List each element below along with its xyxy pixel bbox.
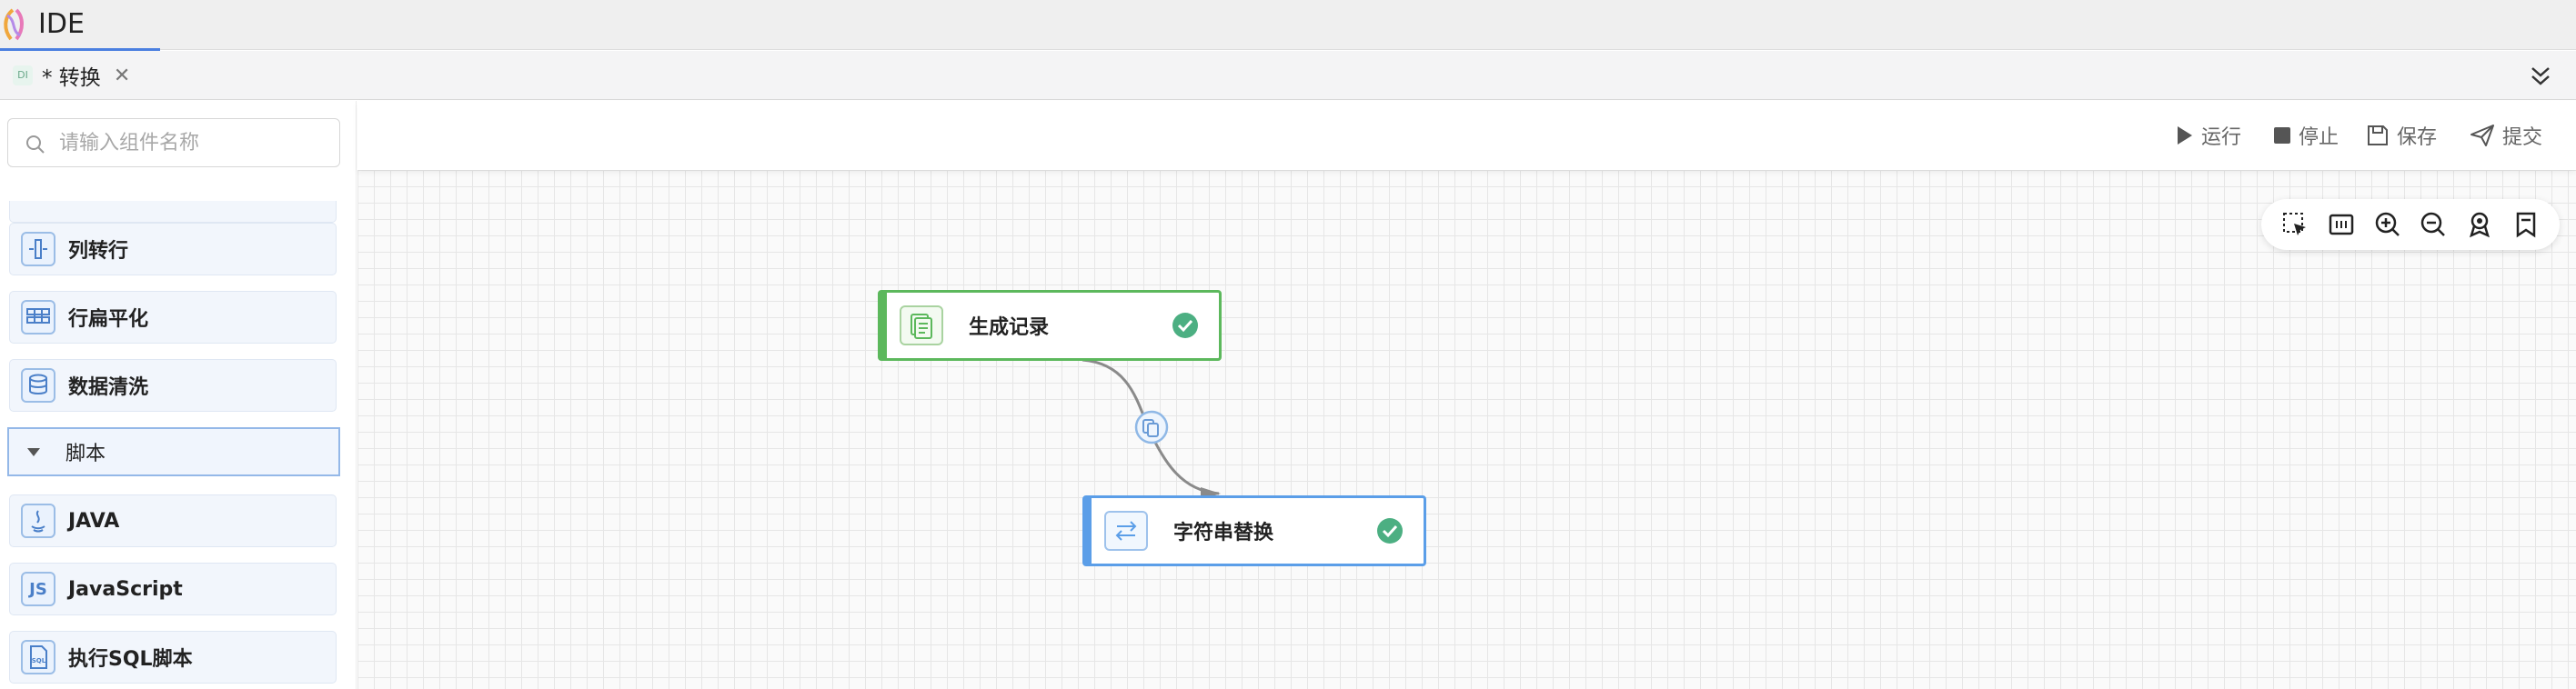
editor-toolbar: 运行 停止 保存 提交 xyxy=(357,101,2576,170)
tab-close-icon[interactable]: ✕ xyxy=(113,64,131,87)
component-label: JAVA xyxy=(68,509,120,533)
canvas-toolbar xyxy=(2261,199,2560,250)
component-javascript[interactable]: JS JavaScript xyxy=(9,563,337,615)
group-script[interactable]: 脚本 xyxy=(7,427,340,476)
zoom-out-icon[interactable] xyxy=(2418,209,2449,240)
stop-label: 停止 xyxy=(2299,126,2340,149)
success-check-icon xyxy=(1377,518,1403,544)
node-generate-records[interactable]: 生成记录 xyxy=(878,290,1222,361)
node-label: 字符串替换 xyxy=(1173,522,1274,544)
play-icon xyxy=(2178,126,2192,145)
title-active-indicator xyxy=(0,48,160,51)
submit-button[interactable]: 提交 xyxy=(2470,121,2542,150)
component-label: 数据清洗 xyxy=(68,376,149,399)
zoom-in-icon[interactable] xyxy=(2372,209,2403,240)
di-file-icon: DI xyxy=(13,65,33,85)
tab-label: * 转换 xyxy=(42,66,101,90)
app-title: IDE xyxy=(38,8,85,40)
stop-icon xyxy=(2274,127,2290,144)
run-button[interactable]: 运行 xyxy=(2174,121,2241,150)
search-icon xyxy=(26,135,45,154)
submit-label: 提交 xyxy=(2502,126,2543,149)
save-label: 保存 xyxy=(2397,126,2438,149)
component-java[interactable]: JAVA xyxy=(9,494,337,547)
partial-component-row xyxy=(0,201,356,228)
sql-icon-text: SQL xyxy=(32,657,46,664)
title-bar: IDE xyxy=(0,0,2576,51)
node-label: 生成记录 xyxy=(969,316,1050,339)
component-search[interactable] xyxy=(7,118,340,167)
tab-bar: DI * 转换 ✕ xyxy=(0,51,2576,100)
partial-list-item[interactable] xyxy=(9,201,337,223)
caret-down-icon xyxy=(27,447,40,456)
generate-records-icon xyxy=(900,305,943,345)
stop-button[interactable]: 停止 xyxy=(2273,121,2339,150)
component-row-flatten[interactable]: 行扁平化 xyxy=(9,291,337,344)
app-logo-icon xyxy=(4,8,24,41)
send-icon xyxy=(2470,125,2494,146)
bookmark-icon[interactable] xyxy=(2511,209,2541,240)
save-icon xyxy=(2368,125,2388,145)
swap-arrows-icon xyxy=(1104,511,1148,551)
component-sidebar: 列转行 行扁平化 数据清洗 脚本 JAVA JS JavaScript SQL … xyxy=(0,101,357,689)
component-column-to-row[interactable]: 列转行 xyxy=(9,223,337,275)
row-flatten-icon xyxy=(21,300,55,335)
fit-view-icon[interactable] xyxy=(2326,209,2357,240)
group-label: 脚本 xyxy=(65,443,106,465)
component-label: 行扁平化 xyxy=(68,308,149,331)
double-chevron-down-icon[interactable] xyxy=(2527,64,2554,89)
tab-transform[interactable]: DI * 转换 ✕ xyxy=(13,58,130,93)
component-label: 执行SQL脚本 xyxy=(68,648,193,671)
search-input[interactable] xyxy=(59,126,323,159)
save-button[interactable]: 保存 xyxy=(2366,121,2437,150)
node-string-replace[interactable]: 字符串替换 xyxy=(1082,495,1426,566)
flow-canvas[interactable] xyxy=(357,170,2576,689)
java-icon xyxy=(21,504,55,538)
sql-script-icon: SQL xyxy=(21,640,55,674)
database-clean-icon xyxy=(21,368,55,403)
success-check-icon xyxy=(1172,313,1198,338)
js-icon-text: JS xyxy=(29,579,47,599)
locate-icon[interactable] xyxy=(2464,209,2495,240)
column-to-row-icon xyxy=(21,232,55,266)
run-label: 运行 xyxy=(2201,126,2242,149)
js-icon: JS xyxy=(21,572,55,606)
component-label: 列转行 xyxy=(68,240,129,263)
box-select-icon[interactable] xyxy=(2279,209,2310,240)
component-data-clean[interactable]: 数据清洗 xyxy=(9,359,337,412)
component-label: JavaScript xyxy=(68,577,183,601)
component-exec-sql[interactable]: SQL 执行SQL脚本 xyxy=(9,631,337,684)
